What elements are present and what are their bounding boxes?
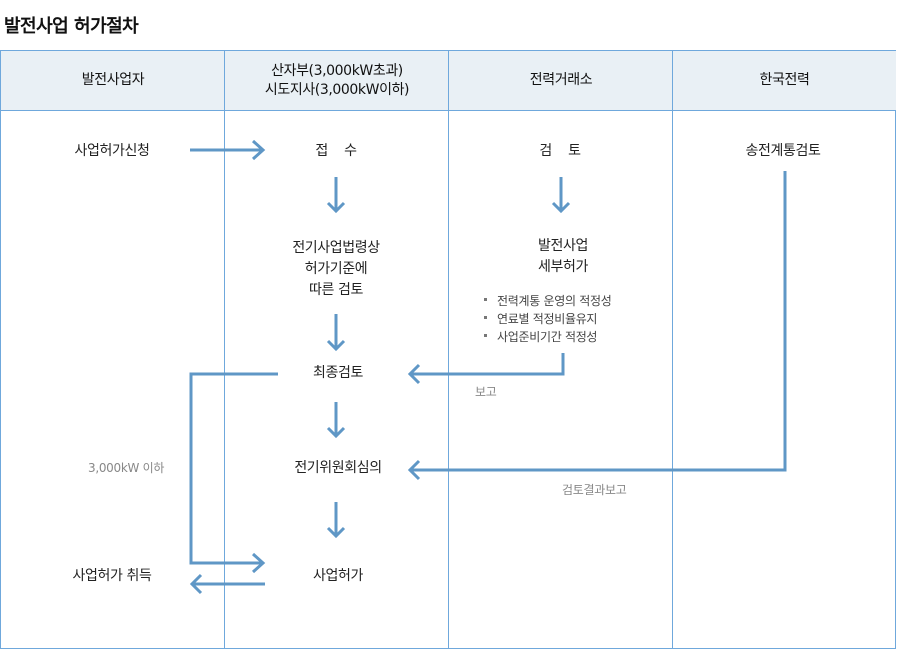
criteria-item: 전력계통 운영의 적정성 xyxy=(484,292,612,310)
column-header-applicant-label: 발전사업자 xyxy=(81,72,145,88)
detail-permit-line2: 세부허가 xyxy=(538,259,588,275)
node-committee: 전기위원회심의 xyxy=(294,460,382,476)
node-receive: 접 수 xyxy=(315,143,357,159)
node-detail-permit: 발전사업 세부허가 xyxy=(538,236,588,278)
ministry-label-line2: 시도지사(3,000kW이하) xyxy=(264,81,410,98)
process-table: 발전사업자 산자부(3,000kW초과) 시도지사(3,000kW이하) 전력거… xyxy=(0,50,896,649)
column-header-kepco: 한국전력 xyxy=(673,51,896,111)
node-legal-review: 전기사업법령상 허가기준에 따른 검토 xyxy=(292,238,380,301)
ministry-label-line1: 산자부(3,000kW초과) xyxy=(271,62,403,79)
criteria-text: 연료별 적정비율유지 xyxy=(497,312,598,326)
node-final-review: 최종검토 xyxy=(313,365,363,381)
bullet-icon xyxy=(484,334,487,337)
column-header-kpx-label: 전력거래소 xyxy=(529,72,593,88)
node-kpx-review: 검 토 xyxy=(539,143,581,159)
column-header-kpx: 전력거래소 xyxy=(449,51,673,111)
page-title: 발전사업 허가절차 xyxy=(4,16,139,37)
criteria-text: 사업준비기간 적정성 xyxy=(497,330,598,344)
criteria-text: 전력계통 운영의 적정성 xyxy=(497,294,612,308)
criteria-list: 전력계통 운영의 적정성 연료별 적정비율유지 사업준비기간 적정성 xyxy=(484,292,612,346)
node-acquire: 사업허가 취득 xyxy=(72,568,152,584)
column-header-ministry: 산자부(3,000kW초과) 시도지사(3,000kW이하) xyxy=(225,51,449,111)
legal-review-line1: 전기사업법령상 xyxy=(292,240,380,256)
bullet-icon xyxy=(484,316,487,319)
bullet-icon xyxy=(484,298,487,301)
column-header-ministry-label: 산자부(3,000kW초과) 시도지사(3,000kW이하) xyxy=(264,62,410,100)
note-report: 보고 xyxy=(475,385,497,399)
column-divider xyxy=(448,51,449,648)
note-under-3000kw: 3,000kW 이하 xyxy=(88,461,165,475)
node-apply: 사업허가신청 xyxy=(74,143,150,159)
node-kepco-review: 송전계통검토 xyxy=(745,143,821,159)
detail-permit-line1: 발전사업 xyxy=(538,238,588,254)
criteria-item: 연료별 적정비율유지 xyxy=(484,310,611,328)
column-header-kepco-label: 한국전력 xyxy=(759,72,810,88)
note-review-report: 검토결과보고 xyxy=(562,483,627,497)
column-divider xyxy=(224,51,225,648)
criteria-item: 사업준비기간 적정성 xyxy=(484,328,611,346)
legal-review-line2: 허가기준에 xyxy=(304,261,368,277)
column-header-applicant: 발전사업자 xyxy=(1,51,225,111)
column-divider xyxy=(672,51,673,648)
legal-review-line3: 따른 검토 xyxy=(309,282,363,298)
node-permit: 사업허가 xyxy=(313,568,363,584)
